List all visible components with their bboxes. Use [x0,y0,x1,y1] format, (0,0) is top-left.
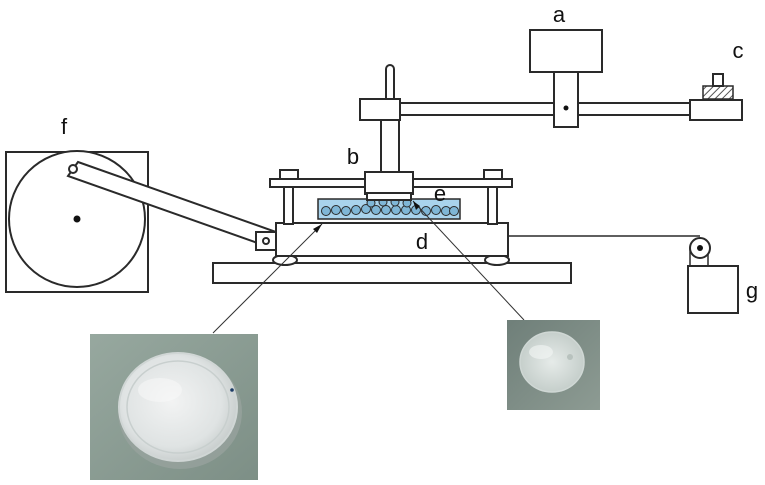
base-rail [212,262,572,284]
lever-arm [359,98,743,121]
weight-a [529,29,603,128]
photo-sample-disc [90,334,258,480]
label-e: e [434,181,446,206]
label-c: c [733,38,744,63]
counterweight-c [702,73,734,100]
cable-and-weight-g [508,235,739,314]
photo-pin-sample [507,320,600,410]
probe-holder-b [364,64,414,201]
connecting-rod [66,160,278,251]
label-f: f [61,114,68,139]
label-g: g [746,278,758,303]
label-a: a [553,2,566,27]
pointer-lines [212,200,525,334]
label-d: d [416,229,428,254]
label-b: b [347,144,359,169]
